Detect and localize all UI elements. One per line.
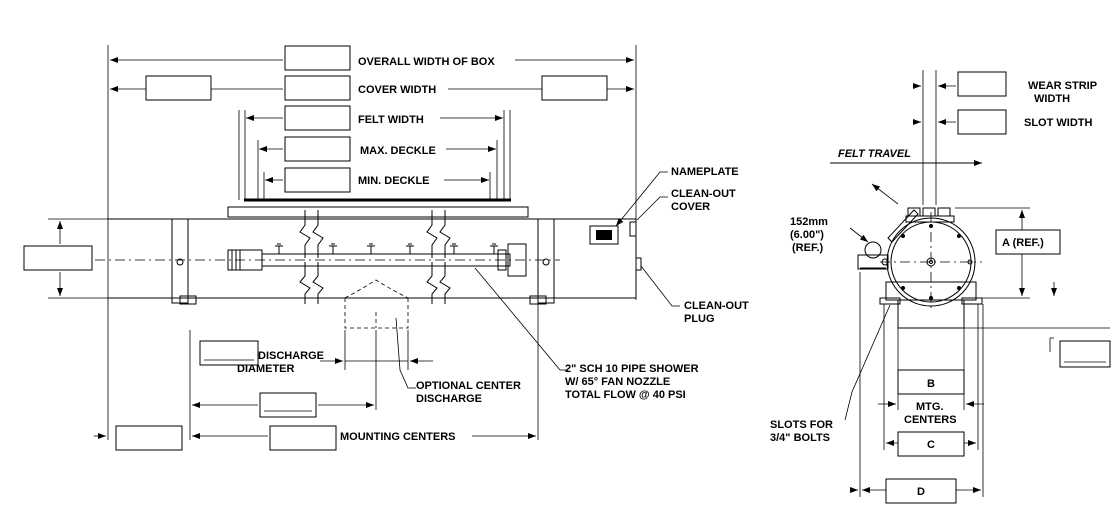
b-input[interactable] [897, 369, 965, 395]
wear-strip-label-1: WEAR STRIP [1028, 80, 1097, 92]
clean-out-plug-label-1: CLEAN-OUT [684, 300, 749, 312]
felt-width-input[interactable] [284, 105, 351, 131]
discharge-label: DISCHARGE [258, 350, 324, 362]
ref-in-label: (6.00") [790, 229, 824, 241]
d-label: D [917, 486, 925, 498]
max-deckle-label: MAX. DECKLE [360, 145, 436, 157]
discharge-diameter-input[interactable] [199, 340, 259, 366]
box-height-input[interactable] [23, 245, 93, 271]
mount-offset-input[interactable] [115, 425, 183, 451]
mounting-centers-input[interactable] [269, 425, 337, 451]
bracket-height-input[interactable] [1059, 340, 1111, 368]
cover-left-input[interactable] [145, 75, 212, 101]
ref-mm-label: 152mm [790, 216, 828, 228]
slots-label-1: SLOTS FOR [770, 419, 833, 431]
d-input[interactable] [885, 478, 957, 504]
max-deckle-input[interactable] [284, 136, 351, 162]
clean-out-cover-label-2: COVER [671, 201, 710, 213]
clean-out-plug-label-2: PLUG [684, 313, 715, 325]
a-ref-input[interactable] [995, 229, 1061, 255]
mtg-label: MTG. [916, 401, 944, 413]
b-label: B [927, 378, 935, 390]
slot-width-input[interactable] [957, 109, 1007, 135]
wear-strip-label-2: WIDTH [1034, 93, 1070, 105]
min-deckle-label: MIN. DECKLE [358, 175, 430, 187]
cover-right-input[interactable] [541, 75, 608, 101]
overall-width-label: OVERALL WIDTH OF BOX [358, 56, 495, 68]
slots-label-2: 3/4" BOLTS [770, 432, 830, 444]
mounting-centers-label: MOUNTING CENTERS [340, 431, 456, 443]
overall-width-input[interactable] [284, 45, 351, 71]
felt-travel-label: FELT TRAVEL [838, 148, 911, 160]
front-view: OVERALL WIDTH OF BOX COVER WIDTH FELT WI… [23, 45, 749, 451]
wear-strip-width-input[interactable] [957, 71, 1007, 97]
nameplate [589, 225, 619, 245]
optional-center-label: OPTIONAL CENTER [416, 380, 521, 392]
pipe-shower-label-1: 2" SCH 10 PIPE SHOWER [565, 363, 699, 375]
nameplate-label: NAMEPLATE [671, 166, 739, 178]
ref-tag-label: (REF.) [792, 242, 824, 254]
clean-out-cover-label-1: CLEAN-OUT [671, 188, 736, 200]
slot-width-label: SLOT WIDTH [1024, 117, 1092, 129]
felt-width-label: FELT WIDTH [358, 114, 424, 126]
diameter-label: DIAMETER [237, 363, 295, 375]
cover-width-label: COVER WIDTH [358, 84, 436, 96]
pipe-shower-label-3: TOTAL FLOW @ 40 PSI [565, 389, 686, 401]
nozzle-row [275, 243, 498, 254]
pipe-shower-label-2: W/ 65° FAN NOZZLE [565, 376, 670, 388]
optional-discharge-label: DISCHARGE [416, 393, 482, 405]
c-input[interactable] [897, 431, 965, 457]
center-discharge-input[interactable] [259, 392, 317, 418]
side-view: WEAR STRIP WIDTH SLOT WIDTH FELT TRAVEL … [770, 70, 1111, 504]
centers-label: CENTERS [904, 414, 957, 426]
a-ref-label: A (REF.) [1002, 237, 1044, 249]
cover-width-input[interactable] [284, 75, 351, 101]
c-label: C [927, 439, 935, 451]
min-deckle-input[interactable] [284, 167, 351, 193]
